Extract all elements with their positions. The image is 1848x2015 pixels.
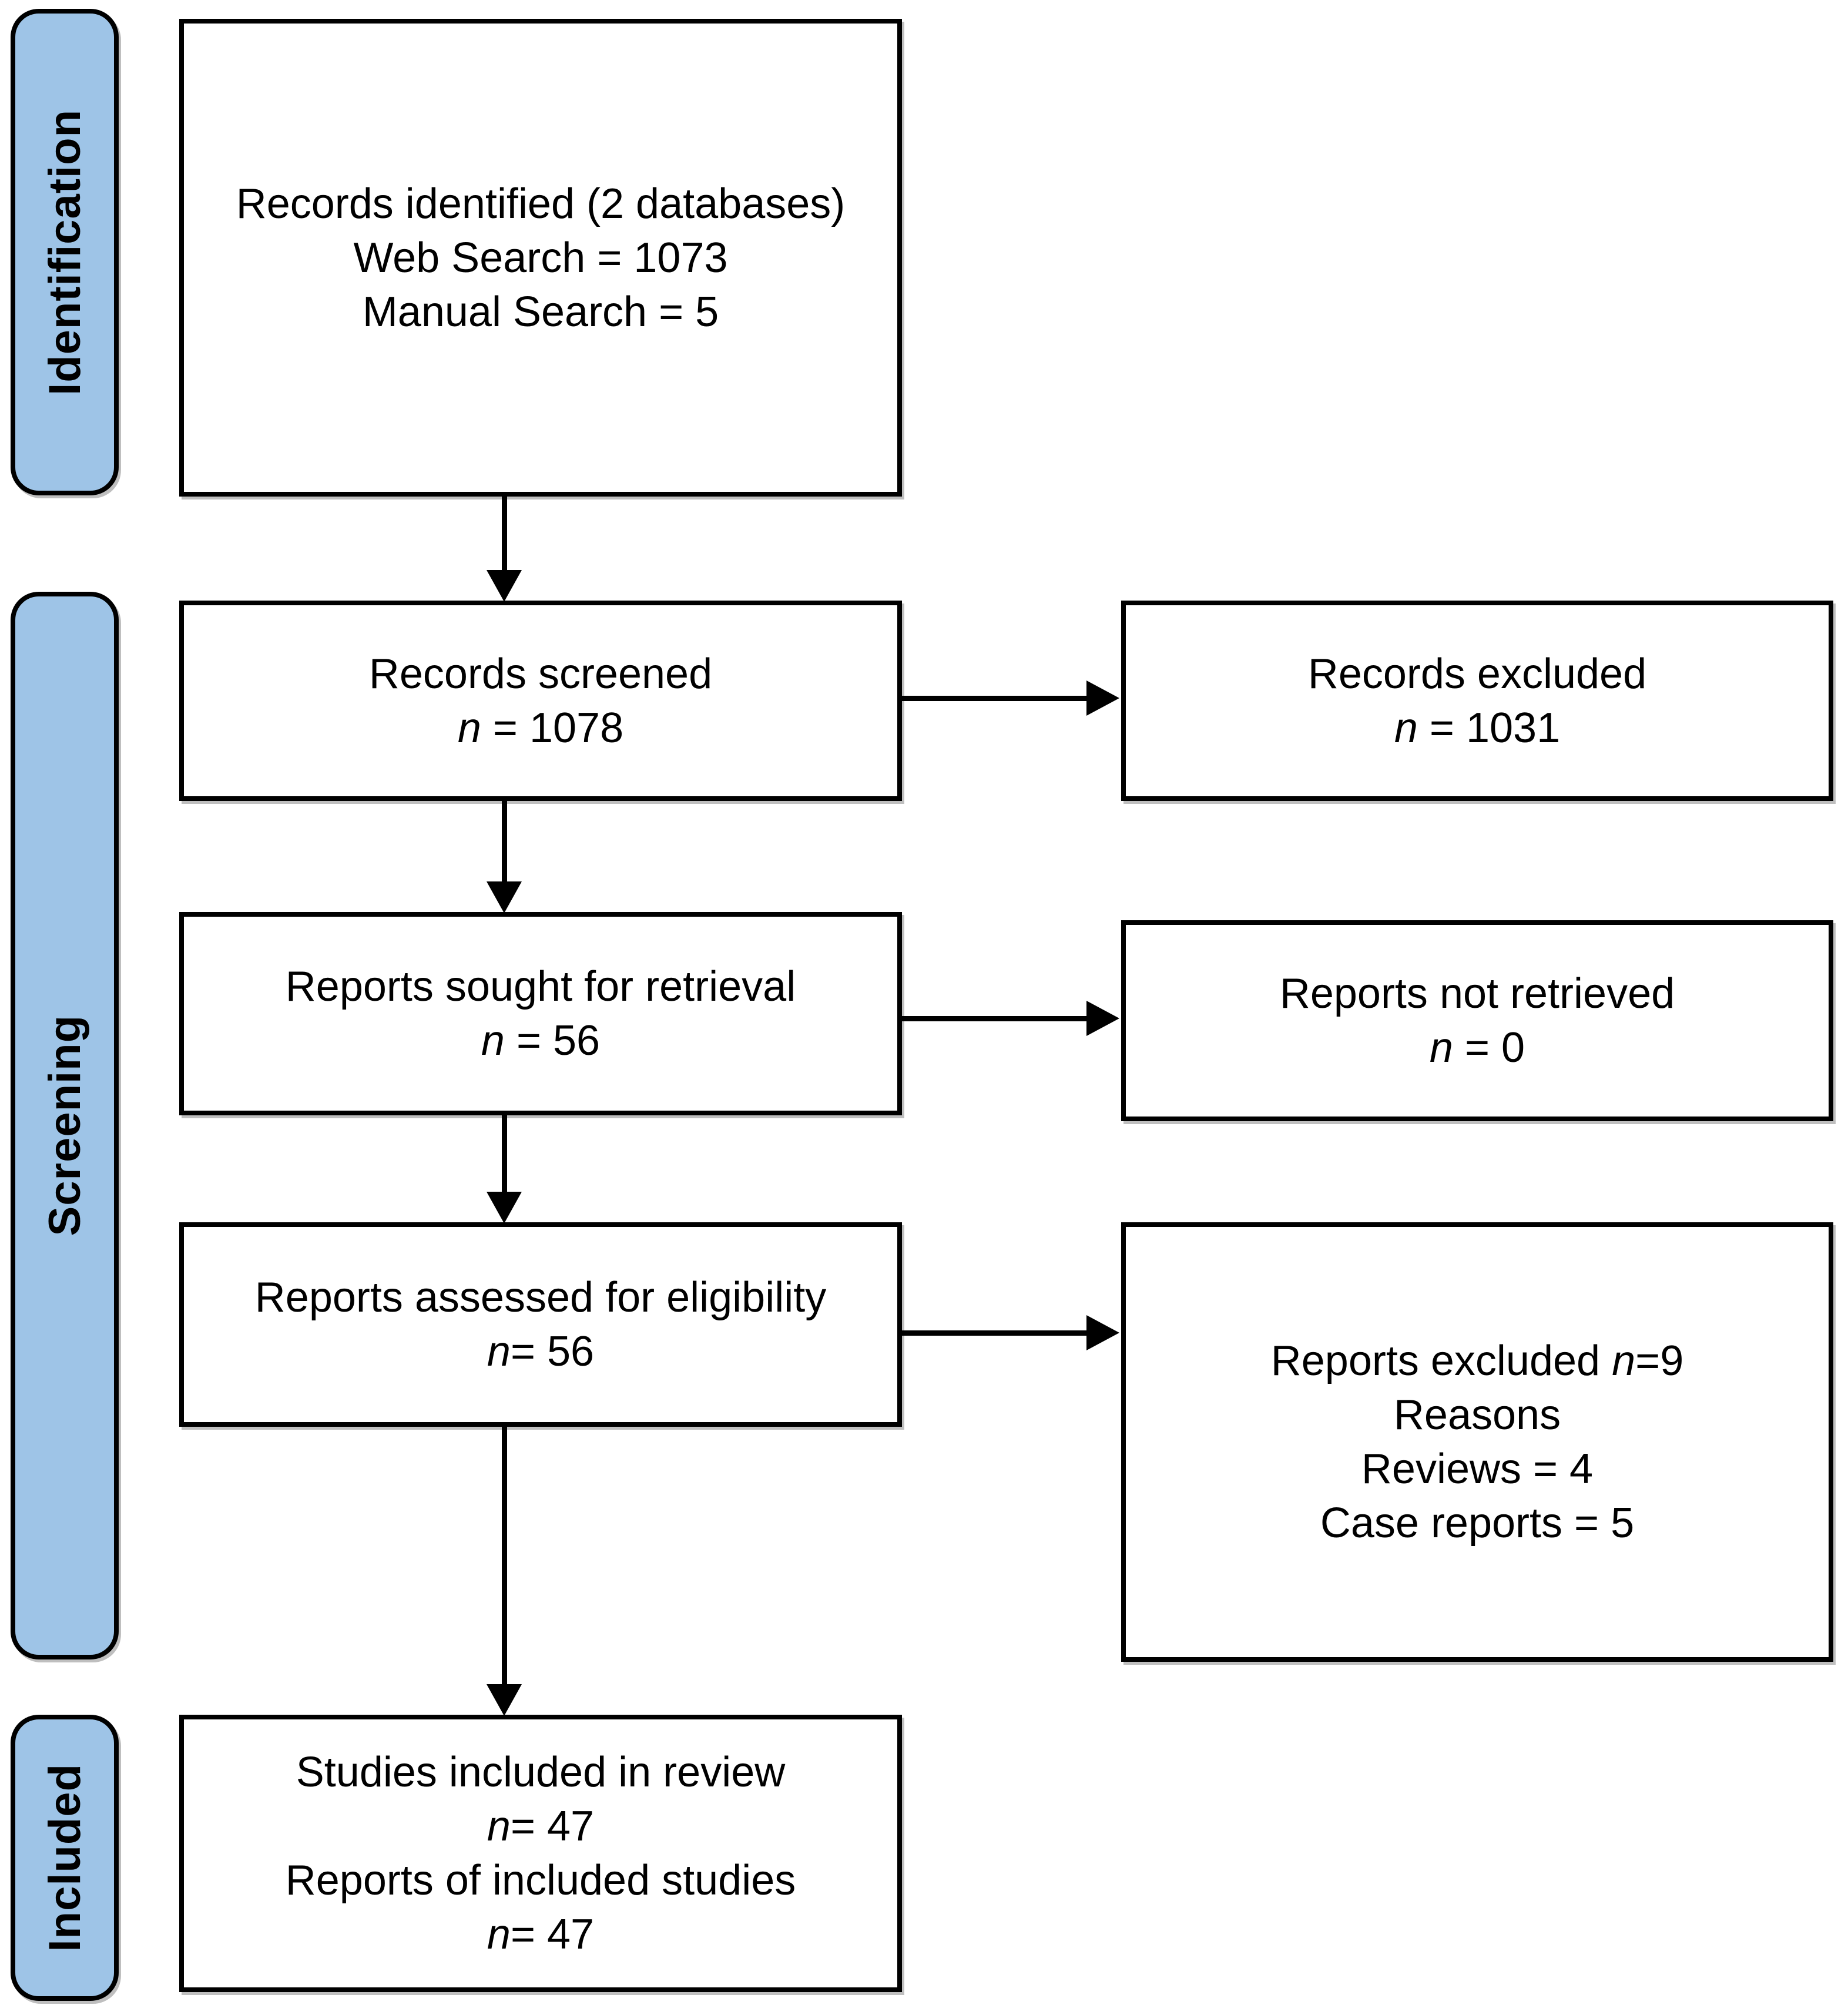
box-reports-sought: Reports sought for retrieval n = 56	[179, 912, 902, 1115]
text-pre: Reports of included studies	[285, 1857, 796, 1904]
box-records-excluded: Records excluded n = 1031	[1121, 601, 1833, 801]
n-variable: n	[487, 1911, 511, 1958]
box-reports-assessed: Reports assessed for eligibility n= 56	[179, 1222, 902, 1427]
text-pre: Web Search = 1073	[353, 234, 728, 281]
text-post: = 47	[510, 1911, 595, 1958]
records-screened-line-2: n = 1078	[458, 701, 623, 755]
text-pre: Reports sought for retrieval	[285, 963, 796, 1010]
stage-identification-label: Identification	[39, 109, 90, 395]
records-identified-line-2: Web Search = 1073	[353, 231, 727, 285]
text-post: =9	[1635, 1337, 1684, 1384]
stage-included-label: Included	[39, 1763, 90, 1952]
reports-assessed-line-1: Reports assessed for eligibility	[255, 1270, 826, 1325]
stage-included: Included	[11, 1715, 119, 2001]
arrow-sought-to-not-retrieved-line	[902, 1016, 1089, 1021]
box-reports-excluded-reasons: Reports excluded n=9 Reasons Reviews = 4…	[1121, 1222, 1833, 1662]
arrow-assessed-to-included-line	[502, 1427, 507, 1687]
n-variable: n	[487, 1803, 511, 1850]
n-variable: n	[487, 1328, 511, 1375]
studies-included-line-1: Studies included in review	[296, 1745, 785, 1799]
reports-excluded-line-4: Case reports = 5	[1320, 1496, 1634, 1550]
text-pre: Case reports = 5	[1320, 1500, 1635, 1547]
arrow-screened-to-excluded-head	[1086, 680, 1119, 716]
n-variable: n	[457, 704, 481, 752]
text-post: = 47	[510, 1803, 595, 1850]
text-pre: Records excluded	[1307, 650, 1647, 698]
arrow-sought-to-assessed-line	[502, 1115, 507, 1195]
records-identified-line-3: Manual Search = 5	[363, 285, 719, 339]
records-excluded-line-2: n = 1031	[1394, 701, 1560, 755]
records-screened-line-1: Records screened	[369, 647, 712, 701]
arrow-screened-to-sought-line	[502, 801, 507, 884]
arrow-assessed-to-excluded-line	[902, 1330, 1089, 1336]
reports-sought-line-1: Reports sought for retrieval	[286, 960, 796, 1014]
text-post: = 56	[510, 1328, 595, 1375]
reports-not-retrieved-line-1: Reports not retrieved	[1280, 967, 1675, 1021]
records-excluded-line-1: Records excluded	[1308, 647, 1646, 701]
reports-assessed-line-2: n= 56	[487, 1325, 594, 1379]
reports-excluded-line-2: Reasons	[1394, 1388, 1561, 1442]
text-pre: Reports assessed for eligibility	[254, 1274, 827, 1321]
box-reports-not-retrieved: Reports not retrieved n = 0	[1121, 920, 1833, 1121]
text-pre: Studies included in review	[296, 1749, 786, 1796]
text-post: = 0	[1453, 1024, 1525, 1071]
n-variable: n	[481, 1017, 505, 1064]
n-variable: n	[1612, 1337, 1636, 1384]
text-post: = 1078	[481, 704, 624, 752]
text-pre: Manual Search = 5	[362, 288, 719, 336]
stage-identification: Identification	[11, 9, 119, 495]
reports-excluded-line-3: Reviews = 4	[1361, 1442, 1593, 1496]
studies-included-line-4: n= 47	[487, 1907, 594, 1962]
stage-screening: Screening	[11, 592, 119, 1659]
stage-screening-label: Screening	[39, 1015, 90, 1236]
text-pre: Reviews = 4	[1361, 1446, 1594, 1493]
arrow-assessed-to-included-head	[487, 1684, 522, 1716]
text-pre: Records screened	[368, 650, 713, 698]
reports-excluded-line-1: Reports excluded n=9	[1271, 1334, 1683, 1388]
arrow-screened-to-excluded-line	[902, 696, 1089, 701]
arrow-identified-to-screened-head	[487, 570, 522, 602]
arrow-assessed-to-excluded-head	[1086, 1315, 1119, 1350]
arrow-identified-to-screened-line	[502, 497, 507, 573]
records-identified-line-1: Records identified (2 databases)	[236, 177, 846, 231]
reports-not-retrieved-line-2: n = 0	[1430, 1021, 1525, 1075]
studies-included-line-2: n= 47	[487, 1799, 594, 1853]
text-pre: Reports excluded	[1270, 1337, 1612, 1384]
box-records-identified: Records identified (2 databases) Web Sea…	[179, 19, 902, 497]
text-post: = 56	[504, 1017, 601, 1064]
text-pre: Reports not retrieved	[1279, 970, 1675, 1017]
n-variable: n	[1394, 704, 1418, 752]
reports-sought-line-2: n = 56	[481, 1014, 600, 1068]
arrow-screened-to-sought-head	[487, 881, 522, 913]
box-studies-included: Studies included in review n= 47 Reports…	[179, 1715, 902, 1992]
text-post: = 1031	[1417, 704, 1561, 752]
text-pre: Records identified (2 databases)	[236, 180, 846, 227]
arrow-sought-to-not-retrieved-head	[1086, 1001, 1119, 1036]
arrow-sought-to-assessed-head	[487, 1192, 522, 1223]
studies-included-line-3: Reports of included studies	[286, 1853, 796, 1907]
text-pre: Reasons	[1393, 1392, 1561, 1439]
box-records-screened: Records screened n = 1078	[179, 601, 902, 801]
n-variable: n	[1429, 1024, 1453, 1071]
